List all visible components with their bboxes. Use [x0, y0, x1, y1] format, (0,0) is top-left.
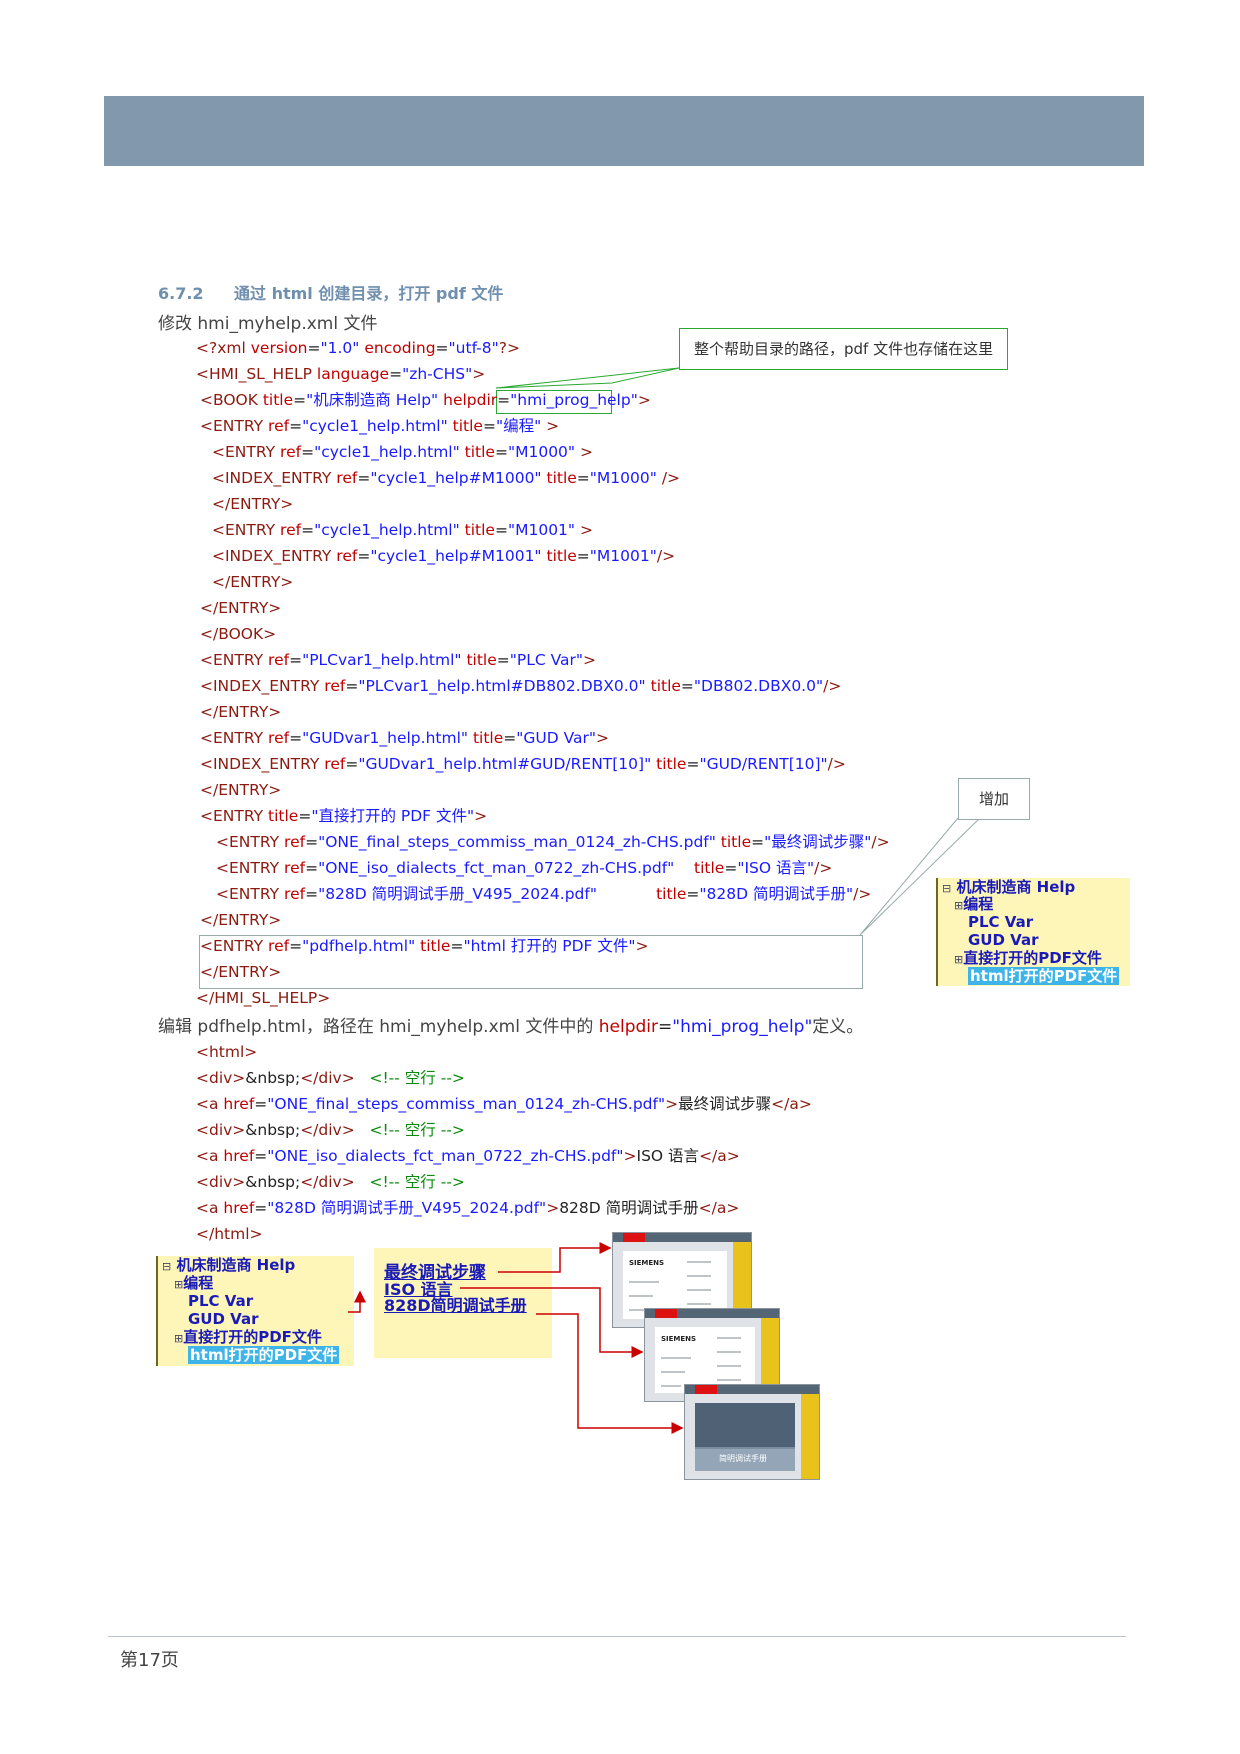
- tree-item[interactable]: 编程: [963, 895, 994, 913]
- pdf-links-page: 最终调试步骤 ISO 语言 828D简明调试手册: [374, 1248, 552, 1358]
- tree-item[interactable]: PLC Var: [968, 913, 1034, 931]
- xml-line: <INDEX_ENTRY ref="cycle1_help#M1000" tit…: [212, 469, 681, 487]
- html-line: <html>: [196, 1043, 258, 1061]
- expand-icon[interactable]: ⊟: [942, 882, 952, 895]
- help-tree-right: ⊟ 机床制造商 Help ⊞编程 PLC Var GUD Var ⊞直接打开的P…: [936, 878, 1130, 986]
- xml-line: </ENTRY>: [200, 963, 282, 981]
- xml-line: <?xml version="1.0" encoding="utf-8"?>: [196, 339, 520, 357]
- xml-line: </ENTRY>: [200, 781, 282, 799]
- link-828d-manual[interactable]: 828D简明调试手册: [384, 1296, 527, 1315]
- helpdir-highlight: [496, 390, 612, 414]
- html-line: <a href="ONE_final_steps_commiss_man_012…: [196, 1095, 812, 1113]
- paragraph-edit-html: 编辑 pdfhelp.html，路径在 hmi_myhelp.xml 文件中的 …: [158, 1017, 864, 1037]
- expand-icon[interactable]: ⊞: [174, 1332, 184, 1345]
- tree-root[interactable]: 机床制造商 Help: [956, 878, 1076, 896]
- tree-item[interactable]: 编程: [183, 1274, 214, 1292]
- tree-item[interactable]: GUD Var: [968, 931, 1039, 949]
- hmi-screenshot-2: SIEMENS: [644, 1308, 780, 1402]
- xml-line: </ENTRY>: [212, 573, 294, 591]
- expand-icon[interactable]: ⊞: [954, 953, 964, 966]
- html-line: <a href="ONE_iso_dialects_fct_man_0722_z…: [196, 1147, 740, 1165]
- xml-line: </BOOK>: [200, 625, 277, 643]
- xml-line: <INDEX_ENTRY ref="GUDvar1_help.html#GUD/…: [200, 755, 846, 773]
- link-final-steps[interactable]: 最终调试步骤: [384, 1263, 486, 1283]
- xml-line: <ENTRY ref="GUDvar1_help.html" title="GU…: [200, 729, 609, 747]
- xml-line: <ENTRY ref="cycle1_help.html" title="M10…: [212, 443, 593, 461]
- tree-root[interactable]: 机床制造商 Help: [176, 1256, 296, 1274]
- arrow-iso: [460, 1287, 644, 1358]
- expand-icon[interactable]: ⊞: [954, 899, 964, 912]
- link-iso-language[interactable]: ISO 语言: [384, 1280, 453, 1299]
- html-line: <div>&nbsp;</div> <!-- 空行 -->: [196, 1173, 465, 1191]
- arrow-tree-to-page: [348, 1290, 366, 1313]
- help-tree-bottom: ⊟ 机床制造商 Help ⊞编程 PLC Var GUD Var ⊞直接打开的P…: [156, 1256, 354, 1366]
- xml-line: <HMI_SL_HELP language="zh-CHS">: [196, 365, 486, 383]
- xml-line: </ENTRY>: [200, 703, 282, 721]
- xml-line: </ENTRY>: [200, 911, 282, 929]
- section-heading: 6.7.2 通过 html 创建目录，打开 pdf 文件: [158, 280, 503, 304]
- paragraph-edit-xml: 修改 hmi_myhelp.xml 文件: [158, 314, 378, 334]
- xml-line: <INDEX_ENTRY ref="cycle1_help#M1001" tit…: [212, 547, 676, 565]
- header-banner: [104, 96, 1144, 166]
- xml-line: <ENTRY ref="cycle1_help.html" title="M10…: [212, 521, 593, 539]
- xml-line: <BOOK title="机床制造商 Help" helpdir="hmi_pr…: [200, 391, 651, 409]
- tree-item[interactable]: 直接打开的PDF文件: [183, 1328, 322, 1346]
- xml-line: <INDEX_ENTRY ref="PLCvar1_help.html#DB80…: [200, 677, 842, 695]
- footer-divider: [108, 1636, 1126, 1637]
- xml-line: <ENTRY ref="PLCvar1_help.html" title="PL…: [200, 651, 597, 669]
- section-title: 通过 html 创建目录，打开 pdf 文件: [234, 284, 504, 303]
- tree-item[interactable]: PLC Var: [188, 1292, 254, 1310]
- html-line: <a href="828D 简明调试手册_V495_2024.pdf">828D…: [196, 1199, 740, 1217]
- manual-title: 简明调试手册: [719, 1454, 767, 1463]
- xml-line: </HMI_SL_HELP>: [196, 989, 331, 1007]
- xml-line: <ENTRY title="直接打开的 PDF 文件">: [200, 807, 488, 825]
- xml-line: <ENTRY ref="ONE_iso_dialects_fct_man_072…: [216, 859, 833, 877]
- tree-item[interactable]: 直接打开的PDF文件: [963, 949, 1102, 967]
- html-line: <div>&nbsp;</div> <!-- 空行 -->: [196, 1121, 465, 1139]
- xml-line: <ENTRY ref="ONE_final_steps_commiss_man_…: [216, 833, 890, 851]
- html-line: </html>: [196, 1225, 263, 1243]
- section-number: 6.7.2: [158, 284, 204, 303]
- expand-icon[interactable]: ⊟: [162, 1260, 172, 1273]
- tree-item[interactable]: GUD Var: [188, 1310, 259, 1328]
- tree-item-selected[interactable]: html打开的PDF文件: [188, 1346, 340, 1364]
- hmi-screenshot-3: 简明调试手册: [684, 1384, 820, 1480]
- page-number: 第17页: [120, 1650, 179, 1671]
- html-line: <div>&nbsp;</div> <!-- 空行 -->: [196, 1069, 465, 1087]
- tree-item-selected[interactable]: html打开的PDF文件: [968, 967, 1120, 985]
- xml-line: <ENTRY ref="pdfhelp.html" title="html 打开…: [200, 937, 649, 955]
- arrow-final-steps: [498, 1242, 612, 1273]
- xml-line: <ENTRY ref="828D 简明调试手册_V495_2024.pdf" t…: [216, 885, 872, 903]
- xml-line: </ENTRY>: [200, 599, 282, 617]
- expand-icon[interactable]: ⊞: [174, 1278, 184, 1291]
- xml-line: <ENTRY ref="cycle1_help.html" title="编程"…: [200, 417, 560, 435]
- callout-helpdir-path: 整个帮助目录的路径，pdf 文件也存储在这里: [679, 328, 1009, 370]
- arrow-828d: [536, 1313, 684, 1434]
- callout-add: 增加: [958, 778, 1031, 820]
- xml-line: </ENTRY>: [212, 495, 294, 513]
- added-entry-highlight: [199, 935, 863, 989]
